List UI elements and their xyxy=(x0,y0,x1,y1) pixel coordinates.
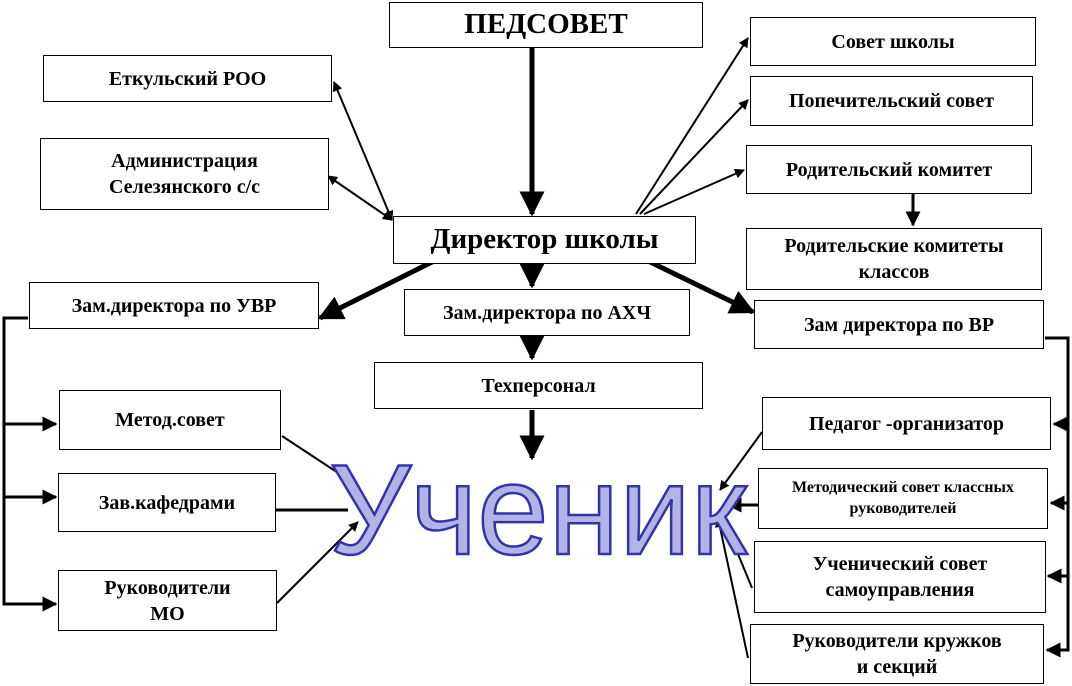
student-council-label: Ученический совет самоуправления xyxy=(812,553,988,601)
deputy-ahch-label: Зам.директора по АХЧ xyxy=(442,301,652,324)
clubs-heads-box: Руководители кружков и секций xyxy=(750,624,1044,684)
class-teachers-council-label: Методический совет классных руководителе… xyxy=(792,478,1014,517)
deputy-uvr-label: Зам.директора по УВР xyxy=(71,294,277,317)
school-council-box: Совет школы xyxy=(750,17,1036,66)
deputy-vr-label: Зам директора по ВР xyxy=(803,313,995,336)
student-council-box: Ученический совет самоуправления xyxy=(754,541,1046,613)
bracket-uvr xyxy=(2,316,58,612)
arrow-method-student xyxy=(281,435,359,487)
mo-heads-box: Руководители МО xyxy=(58,570,277,631)
deputy-ahch-box: Зам.директора по АХЧ xyxy=(404,289,690,336)
bracket-vr xyxy=(1045,336,1070,658)
arrow-director-school-council xyxy=(635,37,749,215)
pedsovet-box: ПЕДСОВЕТ xyxy=(389,2,703,48)
arrow-mo-student xyxy=(276,521,359,604)
arrow-organizer-student xyxy=(719,431,763,491)
parent-committee-box: Родительский комитет xyxy=(746,145,1032,194)
administration-box: Администрация Селезянского с/с xyxy=(40,138,329,210)
school-council-label: Совет школы xyxy=(831,30,955,53)
parent-committee-label: Родительский комитет xyxy=(785,158,993,181)
trustees-label: Попечительский совет xyxy=(788,90,995,112)
pedsovet-label: ПЕДСОВЕТ xyxy=(464,8,628,41)
roo-box: Еткульский РОО xyxy=(43,55,332,102)
organizer-box: Педагог -организатор xyxy=(762,397,1051,450)
arrow-director-vr xyxy=(644,257,756,315)
dept-heads-box: Зав.кафедрами xyxy=(58,473,276,532)
method-council-box: Метод.совет xyxy=(59,390,281,450)
dept-heads-label: Зав.кафедрами xyxy=(98,491,236,514)
trustees-box: Попечительский совет xyxy=(750,76,1033,126)
arrow-clubs-student xyxy=(714,517,749,659)
administration-label: Администрация Селезянского с/с xyxy=(108,150,261,198)
method-council-label: Метод.совет xyxy=(115,409,225,431)
class-teachers-council-box: Методический совет классных руководителе… xyxy=(758,468,1048,529)
class-parent-committees-label: Родительские комитеты классов xyxy=(784,235,1004,283)
arrow-studentcouncil-student xyxy=(722,519,753,589)
mo-heads-label: Руководители МО xyxy=(104,576,231,625)
clubs-heads-label: Руководители кружков и секций xyxy=(792,630,1002,678)
director-label: Директор школы xyxy=(430,223,659,256)
deputy-vr-box: Зам директора по ВР xyxy=(754,300,1044,349)
arrow-director-admin xyxy=(327,175,393,221)
arrow-director-trustees xyxy=(639,99,749,215)
organizer-label: Педагог -организатор xyxy=(808,412,1005,435)
arrow-director-parent-committee xyxy=(643,169,745,215)
tech-staff-label: Техперсонал xyxy=(481,374,596,397)
tech-staff-box: Техперсонал xyxy=(374,362,703,409)
class-parent-committees-box: Родительские комитеты классов xyxy=(746,228,1042,290)
deputy-uvr-box: Зам.директора по УВР xyxy=(29,282,319,329)
director-box: Директор школы xyxy=(393,216,696,264)
roo-label: Еткульский РОО xyxy=(108,67,267,90)
arrow-director-uvr xyxy=(317,255,442,321)
